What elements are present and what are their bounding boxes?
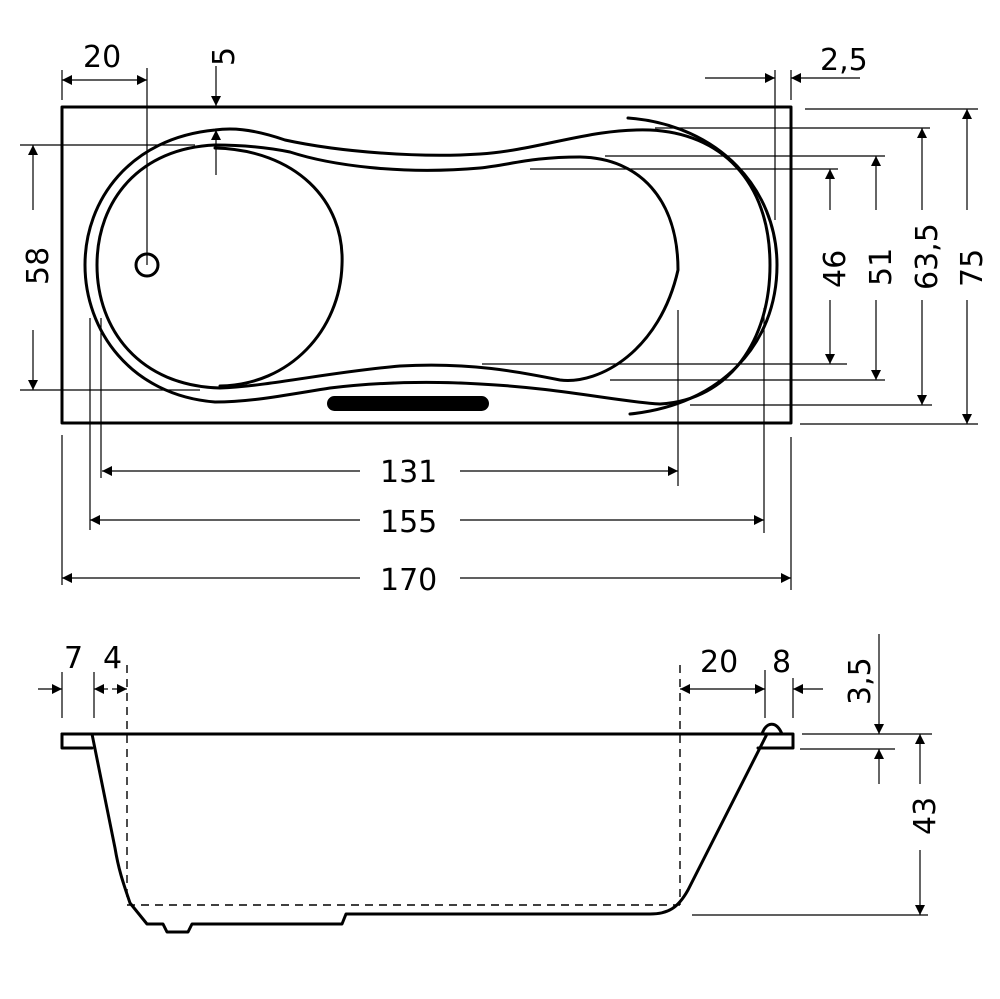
basin-inner-outline [95,143,680,390]
dim-left-offset: 20 [83,40,121,75]
right-rim-bump [760,722,784,736]
left-seat-contour [213,146,344,388]
dim-rim-top: 5 [207,47,242,66]
top-view: 20 5 2,5 58 46 51 [20,40,990,598]
dim-left-height: 58 [21,247,56,285]
left-rim-block [60,732,94,750]
side-view: 7 4 20 8 3,5 43 [38,634,943,934]
right-rim-block [756,732,795,750]
dim-w170: 170 [380,563,437,598]
dim-w155: 155 [380,505,437,540]
handle-grip [327,396,489,411]
dim-left-rim: 7 [64,641,83,676]
dim-h75: 75 [955,249,990,287]
dim-right-offset: 2,5 [820,43,868,78]
dim-h63-5: 63,5 [910,223,945,290]
dim-depth: 43 [908,797,943,835]
dim-right-inner: 20 [700,645,738,680]
dim-h51: 51 [864,248,899,286]
dim-w131: 131 [380,455,437,490]
right-outer-arc [626,116,779,416]
tub-outer-rim [60,105,793,425]
dim-h46: 46 [818,250,853,288]
dim-right-rim: 8 [772,645,791,680]
dim-left-inner: 4 [103,641,122,676]
tub-side-profile [90,732,769,934]
basin-outer-outline [83,127,772,406]
dim-rim-thickness: 3,5 [843,657,878,705]
